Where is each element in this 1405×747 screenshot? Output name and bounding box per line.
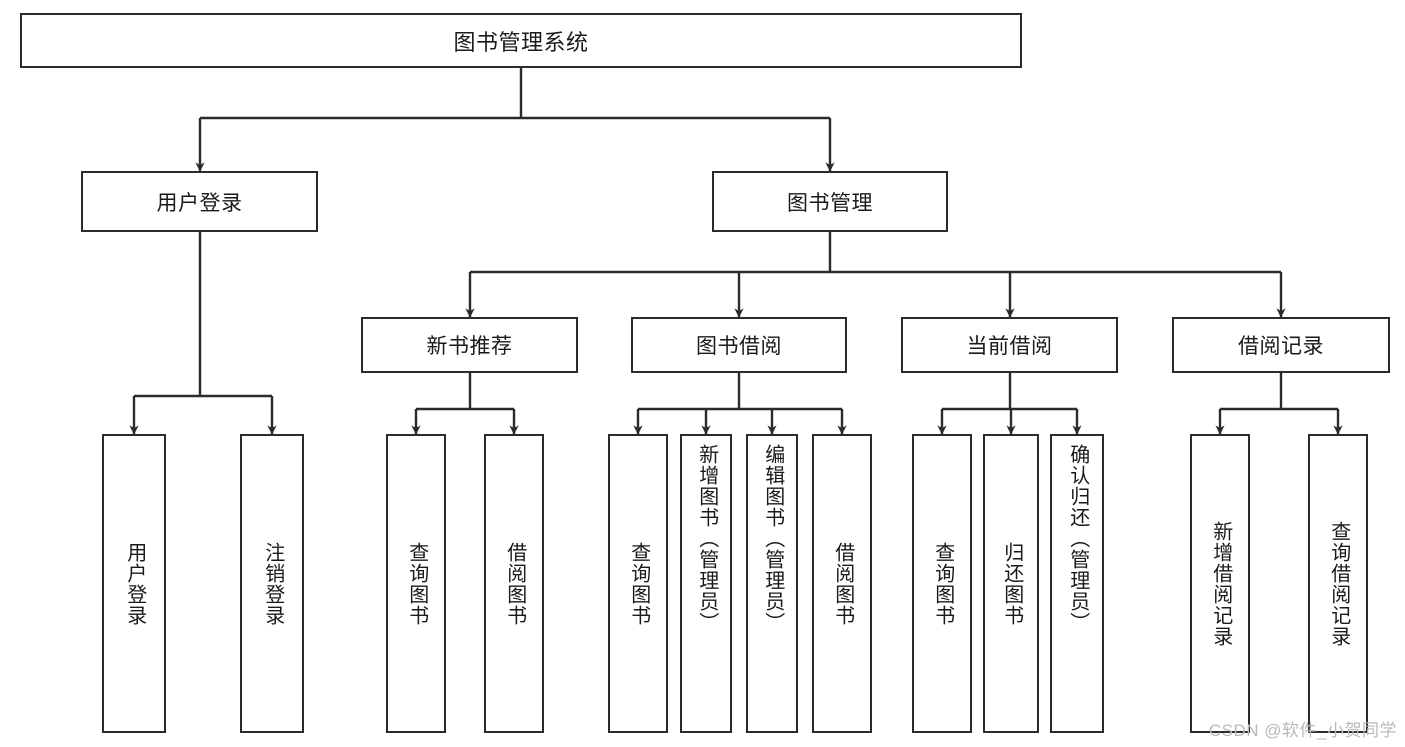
node-label: 图书管理系统: [453, 29, 589, 55]
node-new_book[interactable]: 新书推荐: [361, 317, 578, 373]
node-label: 编辑图书（管理员）: [761, 444, 784, 633]
node-root[interactable]: 图书管理系统: [20, 13, 1022, 68]
node-l_nb_query[interactable]: 查询图书: [386, 434, 446, 733]
node-label: 用户登录: [156, 191, 243, 215]
node-current[interactable]: 当前借阅: [901, 317, 1118, 373]
csdn-watermark: CSDN @软件_小贺同学: [1208, 721, 1397, 740]
node-borrow[interactable]: 图书借阅: [631, 317, 847, 373]
node-l_nb_borrow[interactable]: 借阅图书: [484, 434, 544, 733]
node-label: 查询借阅记录: [1327, 520, 1350, 647]
node-label: 图书借阅: [696, 335, 782, 358]
node-label: 新书推荐: [426, 335, 513, 358]
node-book_mgmt[interactable]: 图书管理: [712, 171, 948, 232]
node-l_bb_edit[interactable]: 编辑图书（管理员）: [746, 434, 798, 733]
node-label: 图书管理: [787, 191, 873, 215]
node-l_user_login[interactable]: 用户登录: [102, 434, 166, 733]
node-label: 借阅图书: [503, 541, 526, 626]
node-l_cur_query[interactable]: 查询图书: [912, 434, 972, 733]
node-label: 用户登录: [123, 541, 146, 626]
node-label: 查询图书: [931, 541, 954, 626]
node-label: 借阅记录: [1238, 335, 1324, 358]
node-label: 确认归还（管理员）: [1066, 444, 1089, 633]
node-l_bb_query[interactable]: 查询图书: [608, 434, 668, 733]
node-label: 新增图书（管理员）: [695, 444, 718, 633]
node-l_bb_add[interactable]: 新增图书（管理员）: [680, 434, 732, 733]
node-label: 当前借阅: [966, 335, 1053, 358]
node-label: 归还图书: [1000, 541, 1023, 626]
node-label: 新增借阅记录: [1209, 520, 1232, 647]
node-l_rec_query[interactable]: 查询借阅记录: [1308, 434, 1368, 733]
node-l_cur_return[interactable]: 归还图书: [983, 434, 1039, 733]
node-label: 查询图书: [405, 541, 428, 626]
node-user_login[interactable]: 用户登录: [81, 171, 318, 232]
node-l_user_logout[interactable]: 注销登录: [240, 434, 304, 733]
node-label: 注销登录: [261, 541, 284, 626]
node-l_bb_borrow[interactable]: 借阅图书: [812, 434, 872, 733]
node-label: 借阅图书: [831, 541, 854, 626]
node-l_cur_confirm[interactable]: 确认归还（管理员）: [1050, 434, 1104, 733]
node-records[interactable]: 借阅记录: [1172, 317, 1390, 373]
node-l_rec_add[interactable]: 新增借阅记录: [1190, 434, 1250, 733]
node-label: 查询图书: [627, 541, 650, 626]
